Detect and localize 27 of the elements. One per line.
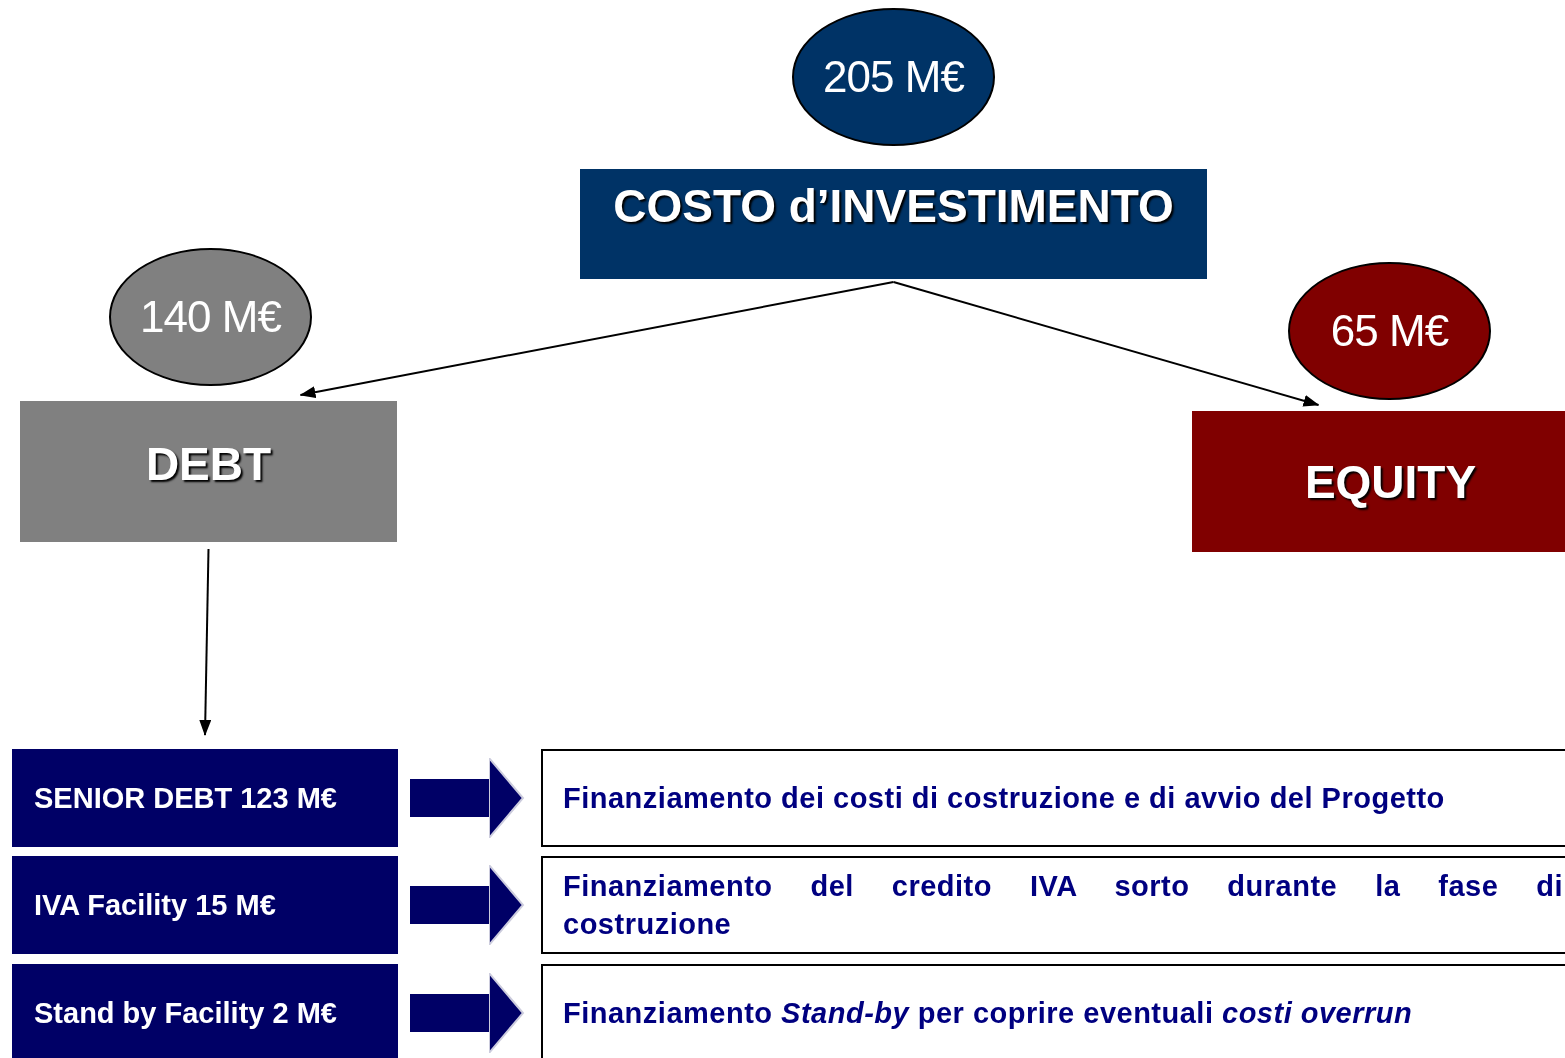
description-text: Finanziamento del credito IVA sorto durante la fase di costruzione: [563, 869, 1563, 942]
category-box: [20, 401, 397, 542]
description-box: [541, 856, 1565, 954]
description-text: Finanziamento dei costi di costruzione e di avvio del Progetto: [563, 781, 1446, 816]
arrow: [299, 281, 895, 399]
facility-text: IVA Facility 15 M€: [34, 888, 276, 922]
category-box: [1192, 411, 1565, 552]
arrow: [892, 281, 1320, 407]
block-arrow: [410, 757, 524, 839]
description-box: [541, 964, 1565, 1058]
facility-text: Stand by Facility 2 M€: [34, 996, 337, 1030]
facility-box: [12, 749, 398, 847]
block-arrow: [410, 972, 524, 1054]
facility-box: [12, 856, 398, 954]
heading-text: DEBT: [145, 436, 272, 491]
facility-box: [12, 964, 398, 1058]
amount-text: 65 M€: [1330, 306, 1449, 356]
amount-text: 140 M€: [140, 292, 281, 342]
amount-text: 205 M€: [823, 52, 964, 102]
description-text: Finanziamento Stand-by per coprire eventuali costi overrun: [563, 996, 1414, 1031]
facility-text: SENIOR DEBT 123 M€: [34, 781, 337, 815]
title-box: [580, 169, 1207, 279]
heading-text: EQUITY: [1304, 454, 1477, 509]
block-arrow: [410, 864, 524, 946]
arrow: [199, 548, 212, 736]
heading-text: COSTO d’INVESTIMENTO: [613, 179, 1174, 233]
description-box: [541, 749, 1565, 847]
